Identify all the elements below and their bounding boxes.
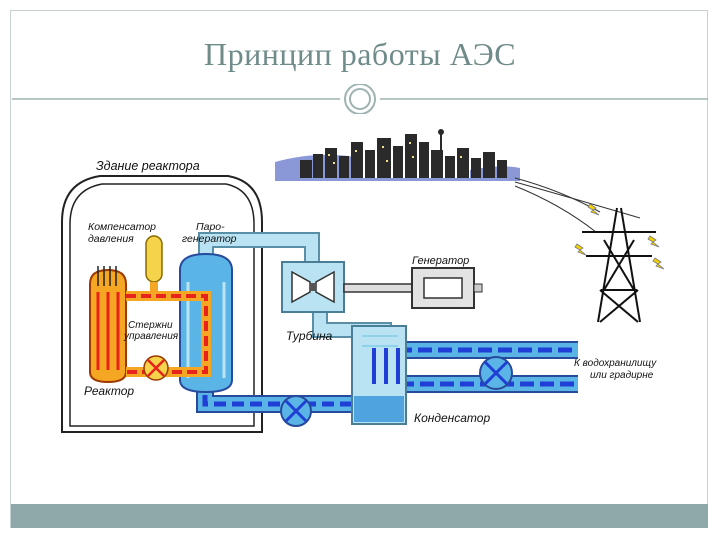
reactor-vessel [89, 266, 127, 384]
condenser-label: Конденсатор [414, 411, 490, 425]
cooling-water-pipe [378, 341, 578, 393]
reactor-label: Реактор [84, 384, 134, 398]
turbine-icon [281, 261, 345, 313]
feedwater-pump-icon [280, 395, 312, 427]
pressurizer-label-line1: Компенсатор [88, 221, 156, 233]
pressurizer-label-line2: давления [88, 233, 134, 245]
control-rods-label-line2: управления [123, 331, 179, 342]
city-skyline-icon [275, 129, 520, 181]
control-rods-label-line1: Стержни [128, 320, 173, 331]
transmission-tower-icon [582, 207, 656, 323]
power-lines [514, 177, 641, 233]
cooling-label-line2: или градирне [590, 370, 654, 381]
primary-pump-icon [143, 355, 169, 381]
building-label: Здание реактора [96, 159, 200, 173]
cooling-pump-icon [479, 356, 513, 390]
condenser [351, 325, 407, 425]
slide-title: Принцип работы АЭС [203, 36, 517, 72]
generator-icon [411, 267, 483, 309]
generator-label: Генератор [412, 255, 469, 267]
spark-icon [574, 203, 665, 270]
cooling-label-line1: К водохранилищу [574, 358, 657, 369]
steam-generator-label-line1: Паро- [196, 221, 225, 233]
steam-generator-label-line2: генератор [182, 233, 237, 245]
turbine-label: Турбина [286, 329, 333, 343]
npp-diagram: Здание реактора [61, 129, 665, 433]
title-divider [12, 84, 708, 114]
footer-bar [11, 504, 708, 528]
